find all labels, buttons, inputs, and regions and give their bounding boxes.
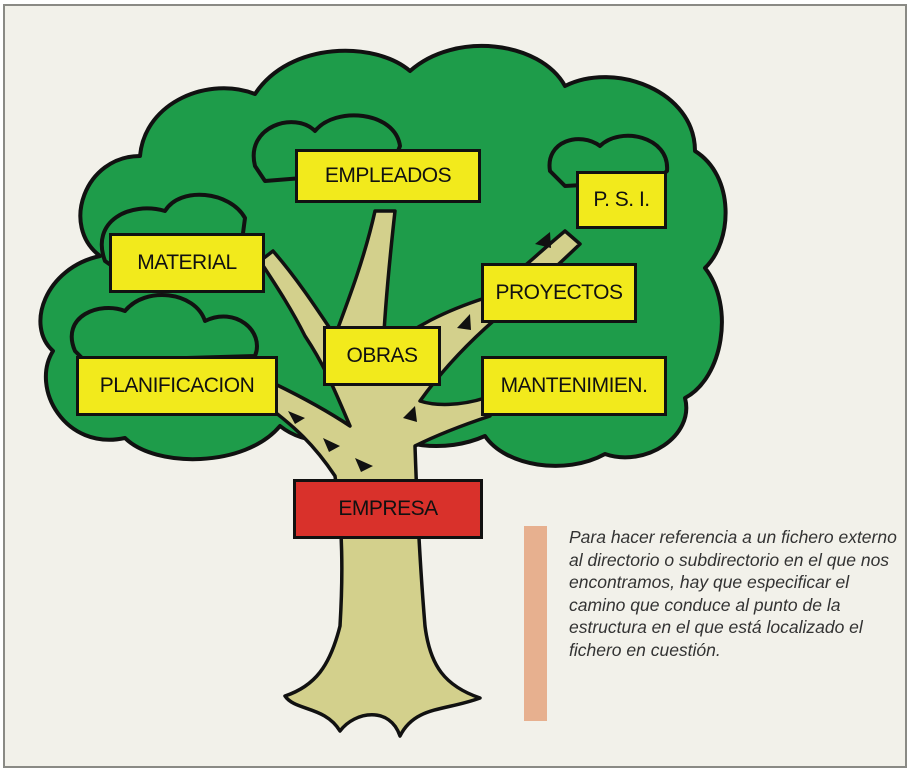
branch-path-arrow — [457, 314, 471, 330]
node-mantenimiento: MANTENIMIEN. — [481, 356, 667, 416]
node-obras: OBRAS — [323, 326, 441, 386]
caption-text: Para hacer referencia a un fichero exter… — [569, 527, 897, 660]
caption-accent-bar — [524, 526, 547, 721]
node-psi: P. S. I. — [576, 171, 667, 229]
illustration-frame: EMPLEADOS P. S. I. MATERIAL PROYECTOS OB… — [3, 4, 907, 768]
node-empleados: EMPLEADOS — [295, 149, 481, 203]
branch-path-arrow — [355, 458, 373, 472]
branch-path-arrow — [535, 232, 551, 248]
node-proyectos: PROYECTOS — [481, 263, 637, 323]
branch-path-arrow — [323, 438, 340, 452]
foliage-lobe — [69, 293, 259, 363]
node-material: MATERIAL — [109, 233, 265, 293]
node-planificacion: PLANIFICACION — [76, 356, 278, 416]
branch-path-arrow — [288, 411, 305, 424]
branch-path-arrow — [403, 406, 417, 422]
node-empresa: EMPRESA — [293, 479, 483, 539]
